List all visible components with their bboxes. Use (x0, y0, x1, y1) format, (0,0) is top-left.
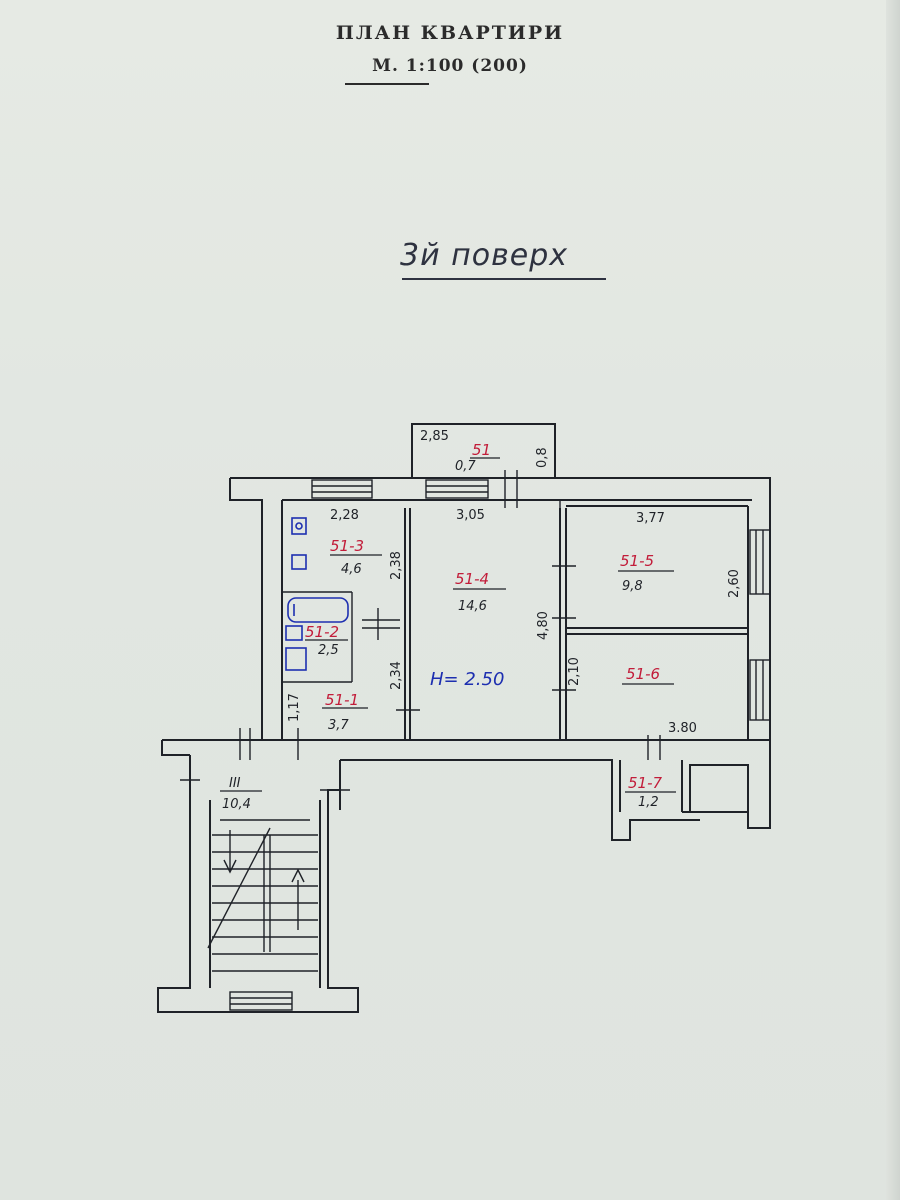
paper-edge (886, 0, 900, 1200)
room-51-1-id: 51-1 (325, 691, 359, 709)
interior-walls (281, 500, 748, 740)
storage-cell (619, 760, 683, 812)
dim-balcony-width: 2,85 (420, 429, 449, 444)
room-51-6-id: 51-6 (626, 665, 660, 683)
balcony (411, 423, 556, 479)
room-51-3-id: 51-3 (330, 537, 364, 555)
dim-bath-width: 2,28 (330, 508, 359, 523)
stair-id: III (229, 776, 241, 791)
dim-room5-width: 3,77 (636, 511, 665, 526)
dim-room4-width: 3,05 (456, 508, 485, 523)
dim-room5-depth: 2,60 (727, 569, 742, 598)
dim-room6-depth: 2,10 (567, 657, 582, 686)
room-51-2-id: 51-2 (305, 623, 339, 641)
scale-underline (345, 83, 429, 85)
room-51-id: 51 (472, 441, 491, 459)
bath-fixtures (285, 517, 349, 671)
stair-steps (212, 834, 318, 972)
room-51-3-area: 4,6 (341, 562, 362, 577)
room-51-2-area: 2,5 (318, 643, 339, 658)
room-51-area: 0,7 (455, 459, 476, 474)
room-51-7-area: 1,2 (638, 795, 659, 810)
ceiling-height: H= 2.50 (430, 669, 504, 690)
dim-hall-height: 2,34 (389, 661, 404, 690)
room-51-5-area: 9,8 (622, 579, 643, 594)
room-labels: 51 0,7 51-3 4,6 51-2 2,5 51-1 3,7 51-4 1… (220, 441, 676, 812)
dim-room4-depth: 4,80 (536, 611, 551, 640)
dimension-labels: 2,85 0,8 2,28 3,05 3,77 2,38 4,80 2,60 2… (287, 429, 742, 736)
room-51-4-id: 51-4 (455, 570, 489, 588)
room-51-7-id: 51-7 (628, 774, 662, 792)
stair-area: 10,4 (222, 797, 251, 812)
top-windows (311, 470, 518, 508)
scale-label: М. 1:100 (200) (372, 56, 528, 76)
floor-underline (402, 278, 606, 280)
room-51-5-id: 51-5 (620, 552, 654, 570)
stair-diagonal (207, 827, 271, 949)
dim-room6-width: 3.80 (668, 721, 697, 736)
outer-walls (161, 477, 771, 841)
door-ticks (239, 500, 661, 760)
dim-bath-height: 2,38 (389, 551, 404, 580)
dim-balcony-depth: 0,8 (535, 447, 550, 468)
dim-corridor-width: 1,17 (287, 693, 302, 722)
right-windows (749, 529, 771, 721)
room-51-1-area: 3,7 (328, 718, 349, 733)
floor-label: 3й поверх (400, 238, 569, 273)
document-title: ПЛАН КВАРТИРИ (335, 22, 565, 44)
staircase (157, 755, 359, 1013)
room-51-4-area: 14,6 (458, 599, 487, 614)
